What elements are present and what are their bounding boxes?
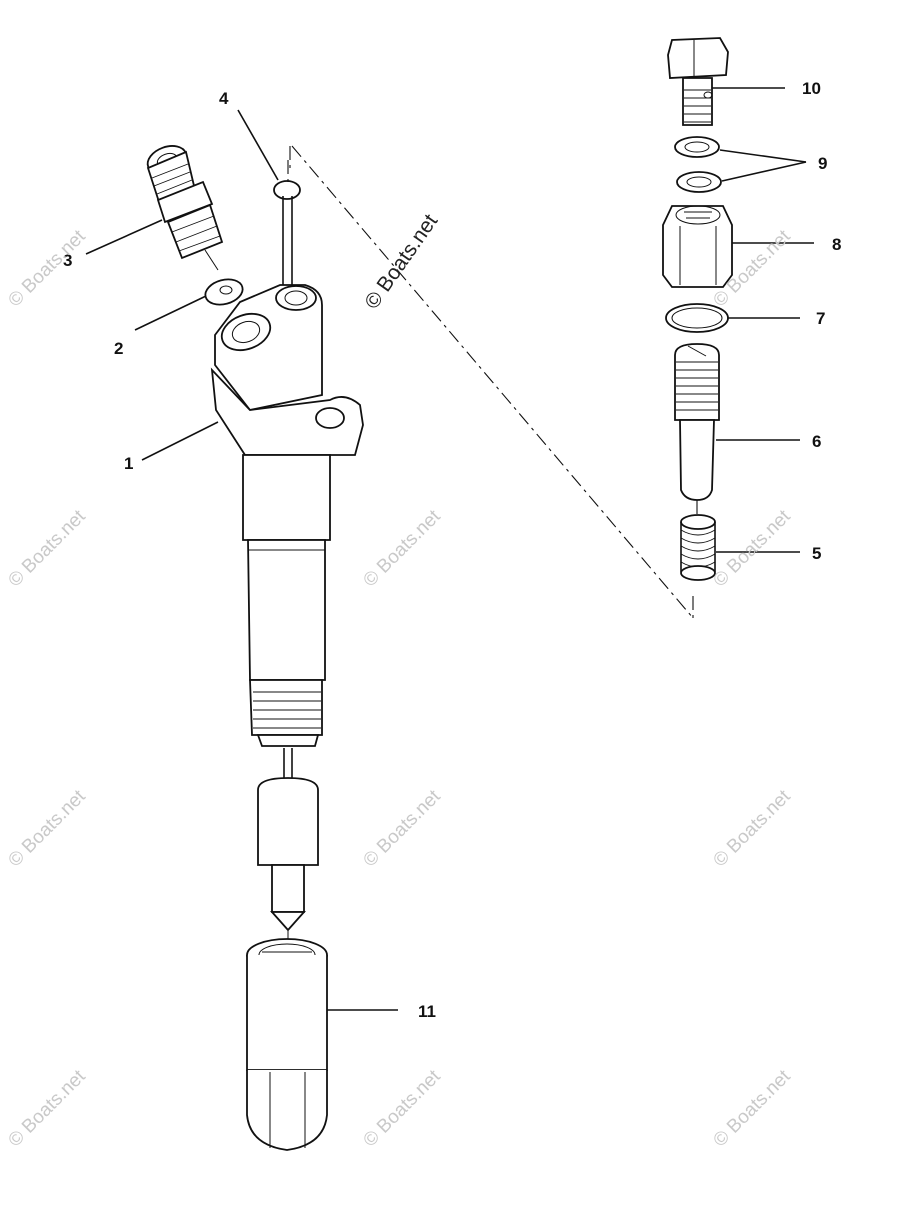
assembly-guide-line [287, 145, 698, 620]
callout-10: 10 [802, 79, 821, 98]
part-11-nozzle-nut [246, 938, 328, 1151]
callout-9: 9 [818, 154, 828, 173]
part-1-injector-body [210, 284, 364, 747]
callout-2: 2 [114, 339, 124, 358]
part-9-washers [674, 136, 722, 193]
part-3-fitting [146, 145, 224, 271]
callout-6: 6 [812, 432, 822, 451]
part-4-pin [273, 180, 301, 295]
callout-7: 7 [816, 309, 826, 328]
part-5-spring [680, 514, 716, 581]
callout-11: 11 [418, 1002, 436, 1021]
callout-1: 1 [124, 454, 134, 473]
callout-8: 8 [832, 235, 842, 254]
part-7-oring [665, 303, 729, 333]
part-8-nut [662, 205, 733, 288]
part-6-spindle [674, 343, 720, 501]
callout-4: 4 [219, 89, 229, 108]
nozzle-needle [257, 748, 319, 948]
callout-5: 5 [812, 544, 822, 563]
callout-3: 3 [63, 251, 73, 270]
leader-lines [85, 87, 814, 1011]
part-10-bolt [667, 37, 729, 126]
